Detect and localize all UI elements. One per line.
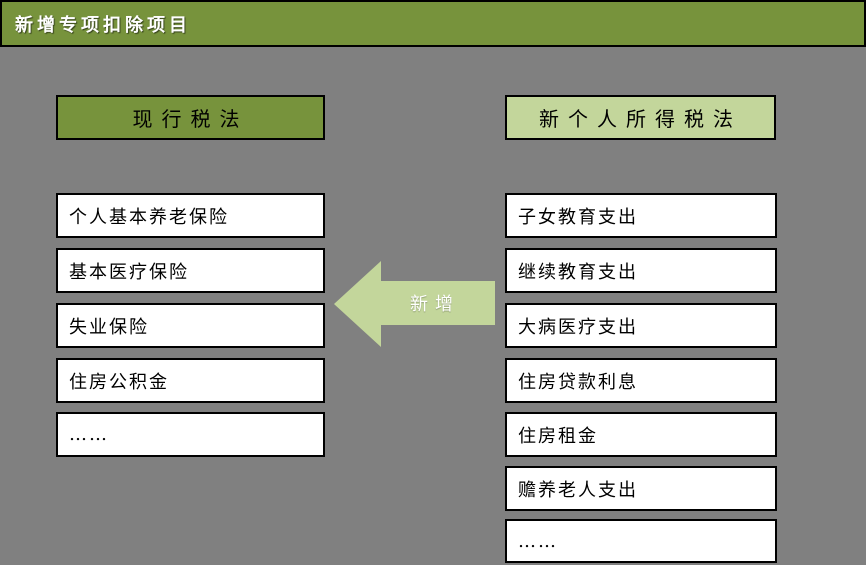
list-item: ……	[505, 519, 777, 563]
list-item-label: 大病医疗支出	[518, 316, 638, 338]
list-item-label: 赡养老人支出	[518, 479, 638, 501]
list-item-label: 住房租金	[518, 425, 598, 447]
list-item: 个人基本养老保险	[56, 193, 325, 238]
list-item-label: 住房贷款利息	[518, 371, 638, 393]
list-item-label: 继续教育支出	[518, 261, 638, 283]
list-item: 大病医疗支出	[505, 303, 777, 348]
page-title: 新增专项扣除项目	[15, 14, 191, 36]
list-item-label: ……	[518, 530, 558, 552]
list-item: ……	[56, 412, 325, 457]
list-item-label: ……	[69, 424, 109, 445]
list-item: 失业保险	[56, 303, 325, 348]
list-item: 基本医疗保险	[56, 248, 325, 293]
list-item: 住房租金	[505, 412, 777, 457]
left-column-header-label: 现行税法	[132, 107, 249, 131]
list-item: 住房贷款利息	[505, 358, 777, 403]
list-item-label: 失业保险	[69, 316, 149, 338]
left-column-header: 现行税法	[56, 95, 325, 140]
right-column-header-label: 新个人所得税法	[539, 107, 742, 131]
list-item-label: 住房公积金	[69, 371, 169, 393]
list-item-label: 个人基本养老保险	[69, 206, 229, 228]
right-column-header: 新个人所得税法	[505, 95, 776, 140]
left-arrow-shape: 新增	[334, 261, 495, 347]
list-item: 子女教育支出	[505, 193, 777, 238]
arrow-label: 新增	[410, 294, 460, 315]
list-item: 赡养老人支出	[505, 466, 777, 511]
list-item-label: 基本医疗保险	[69, 261, 189, 283]
list-item-label: 子女教育支出	[518, 206, 638, 228]
list-item: 继续教育支出	[505, 248, 777, 293]
title-bar: 新增专项扣除项目	[0, 0, 866, 47]
list-item: 住房公积金	[56, 358, 325, 403]
